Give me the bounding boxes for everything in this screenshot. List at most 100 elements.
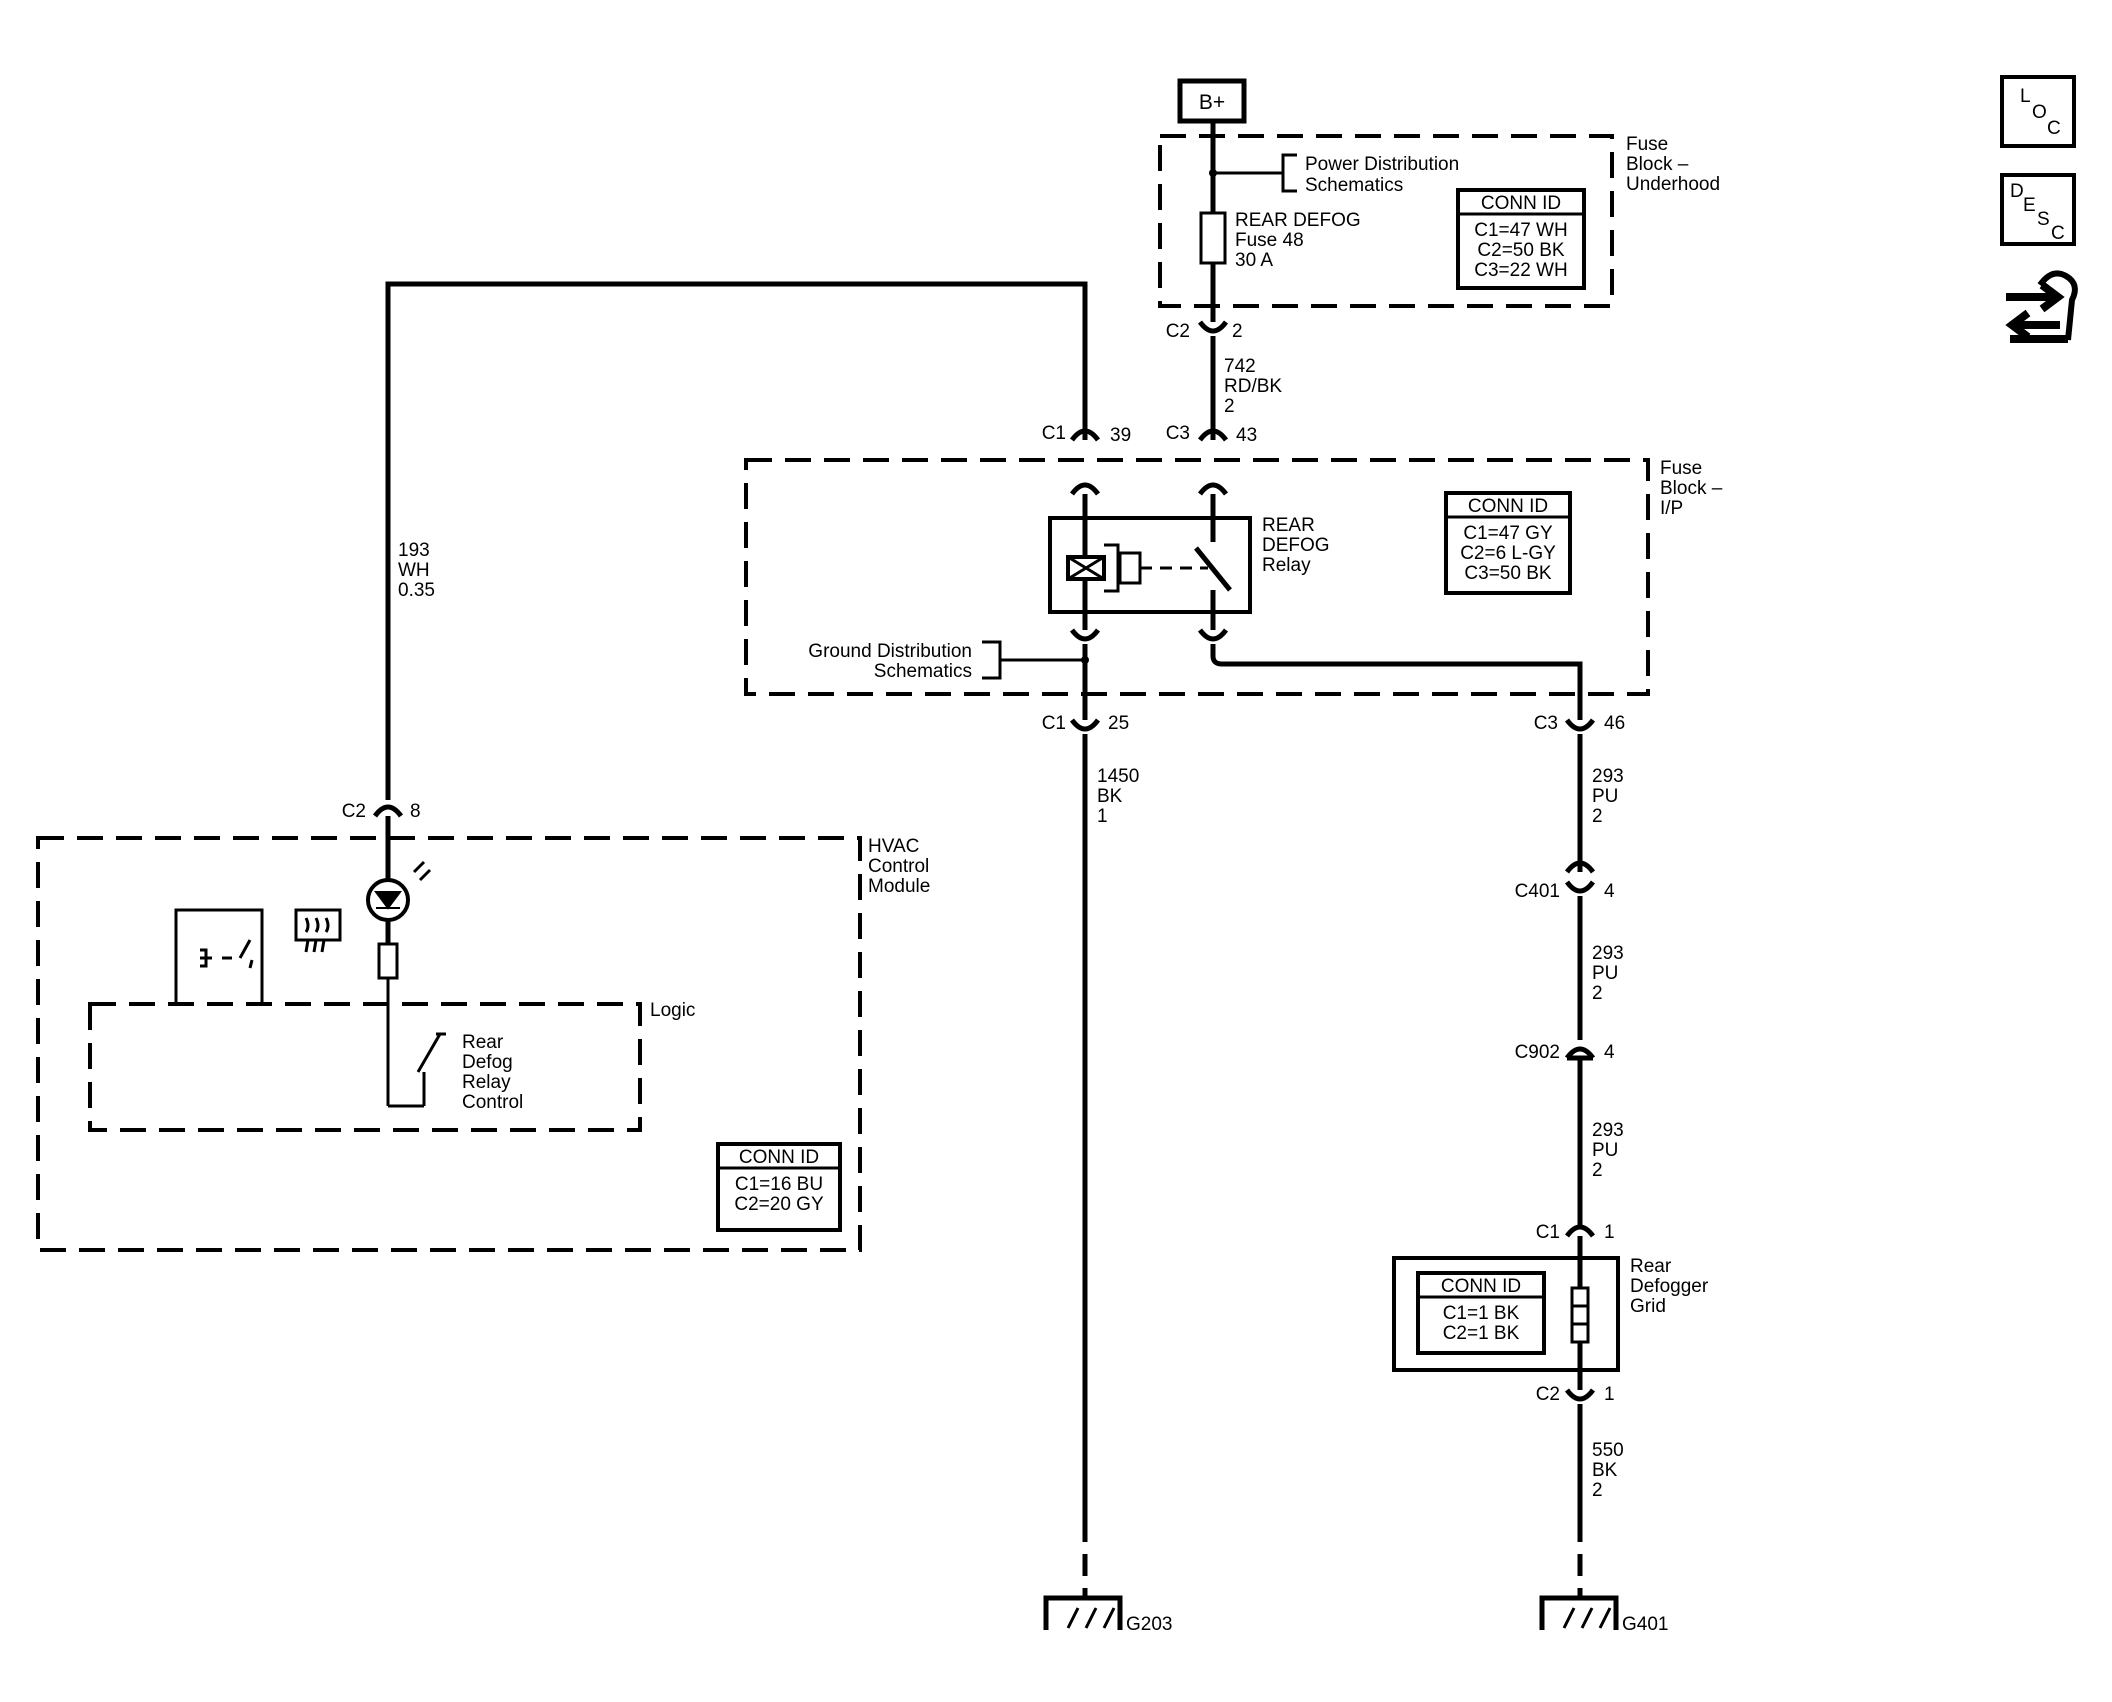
defogger-conn-title: CONN ID	[1441, 1276, 1521, 1297]
fuse-block-underhood: Fuse Block – Underhood Power Distributio…	[1158, 134, 1720, 308]
ip-name-line1: Fuse	[1660, 458, 1702, 479]
wire-293b-number: 293	[1592, 943, 1624, 964]
desc-letter-c: C	[2051, 223, 2065, 244]
hvac-c2-label: C2	[342, 801, 366, 822]
rear-defogger-grid: CONN ID C1=1 BK C2=1 BK Rear Defogger Gr…	[1392, 1236, 1709, 1390]
relay-name-line2: DEFOG	[1262, 535, 1330, 556]
g401-label: G401	[1622, 1614, 1668, 1635]
desc-letter-d: D	[2010, 181, 2024, 202]
defogger-name-line1: Rear	[1630, 1256, 1672, 1277]
wire-293b-color: PU	[1592, 963, 1618, 984]
wire-1450-color: BK	[1097, 786, 1123, 807]
desc-letter-s: S	[2037, 209, 2050, 230]
power-dist-ref-line1[interactable]: Power Distribution	[1305, 154, 1459, 175]
ip-conn-c3: C3=50 BK	[1464, 563, 1551, 584]
loc-letter-l: L	[2020, 86, 2031, 107]
defogger-c1-label: C1	[1536, 1222, 1560, 1243]
fuse-rating: 30 A	[1235, 250, 1273, 271]
wire-293a-number: 293	[1592, 766, 1624, 787]
g203-label: G203	[1126, 1614, 1172, 1635]
c1-ip-out-label: C1	[1042, 713, 1066, 734]
c3-ip-out-pin: 46	[1604, 713, 1625, 734]
wire-550-number: 550	[1592, 1440, 1624, 1461]
wire-193-size: 0.35	[398, 580, 435, 601]
underhood-name-line3: Underhood	[1626, 174, 1720, 195]
loc-button[interactable]: L O C	[2000, 75, 2076, 148]
wire-742-color: RD/BK	[1224, 376, 1282, 397]
hvac-conn-c2: C2=20 GY	[734, 1194, 824, 1215]
relay-name-line1: REAR	[1262, 515, 1315, 536]
ip-conn-title: CONN ID	[1468, 496, 1548, 517]
hvac-control-module: HVAC Control Module Logic Rear Defog Rel…	[36, 816, 930, 1252]
defogger-conn-c2: C2=1 BK	[1443, 1323, 1520, 1344]
hvac-control-line4: Control	[462, 1092, 523, 1113]
underhood-conn-c2: C2=50 BK	[1477, 240, 1564, 261]
wire-293c-number: 293	[1592, 1120, 1624, 1141]
ip-conn-c1: C1=47 GY	[1463, 523, 1553, 544]
wire-293a-color: PU	[1592, 786, 1618, 807]
hvac-logic-label: Logic	[650, 1000, 695, 1021]
hvac-name-line3: Module	[868, 876, 930, 897]
defogger-c1-pin: 1	[1604, 1222, 1615, 1243]
wire-1450-number: 1450	[1097, 766, 1139, 787]
c2-underhood-pin: 2	[1232, 321, 1243, 342]
defogger-conn-c1: C1=1 BK	[1443, 1303, 1520, 1324]
wire-293c-size: 2	[1592, 1160, 1603, 1181]
defogger-name-line2: Defogger	[1630, 1276, 1709, 1297]
relay-name-line3: Relay	[1262, 555, 1311, 576]
underhood-conn-title: CONN ID	[1481, 193, 1561, 214]
defogger-name-line3: Grid	[1630, 1296, 1666, 1317]
hvac-name-line2: Control	[868, 856, 929, 877]
c3-ip-out-label: C3	[1534, 713, 1558, 734]
c1-ip-out-pin: 25	[1108, 713, 1129, 734]
wire-293c-color: PU	[1592, 1140, 1618, 1161]
b-plus-source: B+	[1177, 78, 1247, 124]
hvac-conn-c1: C1=16 BU	[735, 1174, 823, 1195]
wire-193-color: WH	[398, 560, 430, 581]
underhood-conn-c1: C1=47 WH	[1474, 220, 1567, 241]
connector-c3-pin46	[1564, 718, 1596, 732]
underhood-conn-c3: C3=22 WH	[1474, 260, 1567, 281]
hvac-control-line2: Defog	[462, 1052, 513, 1073]
hvac-c2-pin: 8	[410, 801, 421, 822]
ground-dist-ref-line1[interactable]: Ground Distribution	[808, 641, 972, 662]
c902-pin: 4	[1604, 1042, 1615, 1063]
hvac-conn-title: CONN ID	[739, 1147, 819, 1168]
c2-underhood-label: C2	[1166, 321, 1190, 342]
ground-g203: G203	[1043, 1595, 1172, 1635]
wire-742-number: 742	[1224, 356, 1256, 377]
wire-293b-size: 2	[1592, 983, 1603, 1004]
ground-dist-ref-line2[interactable]: Schematics	[874, 661, 972, 682]
connector-c2-pin2	[1197, 320, 1229, 334]
fuse-number: Fuse 48	[1235, 230, 1304, 251]
loc-letter-o: O	[2032, 102, 2047, 123]
ground-g401: G401	[1539, 1595, 1668, 1635]
wire-1450-size: 1	[1097, 806, 1108, 827]
underhood-name-line2: Block –	[1626, 154, 1689, 175]
defogger-c2-pin: 1	[1604, 1384, 1615, 1405]
c902-label: C902	[1515, 1042, 1560, 1063]
c401-pin: 4	[1604, 881, 1615, 902]
ip-name-line3: I/P	[1660, 498, 1683, 519]
connector-c2-pin8	[372, 804, 404, 818]
wire-742-size: 2	[1224, 396, 1235, 417]
ip-name-line2: Block –	[1660, 478, 1723, 499]
c3-ip-in-label: C3	[1166, 423, 1190, 444]
connector-c1-pin25	[1069, 718, 1101, 732]
underhood-name-line1: Fuse	[1626, 134, 1668, 155]
wire-193	[385, 281, 1088, 800]
wire-550-size: 2	[1592, 1480, 1603, 1501]
wire-193-number: 193	[398, 540, 430, 561]
b-plus-label: B+	[1199, 91, 1225, 114]
desc-button[interactable]: D E S C	[2000, 173, 2076, 246]
wire-293a-size: 2	[1592, 806, 1603, 827]
power-dist-ref-line2[interactable]: Schematics	[1305, 175, 1403, 196]
fuse-block-ip: Fuse Block – I/P C1 39 C3 43 REAR DEFOG …	[744, 423, 1723, 720]
ip-conn-c2: C2=6 L-GY	[1460, 543, 1556, 564]
fuse-name: REAR DEFOG	[1235, 210, 1361, 231]
c1-ip-in-pin: 39	[1110, 425, 1131, 446]
c401-label: C401	[1515, 881, 1560, 902]
swap-arrows-hand-icon[interactable]	[2005, 270, 2078, 343]
c3-ip-in-pin: 43	[1236, 425, 1257, 446]
hvac-control-line3: Relay	[462, 1072, 511, 1093]
